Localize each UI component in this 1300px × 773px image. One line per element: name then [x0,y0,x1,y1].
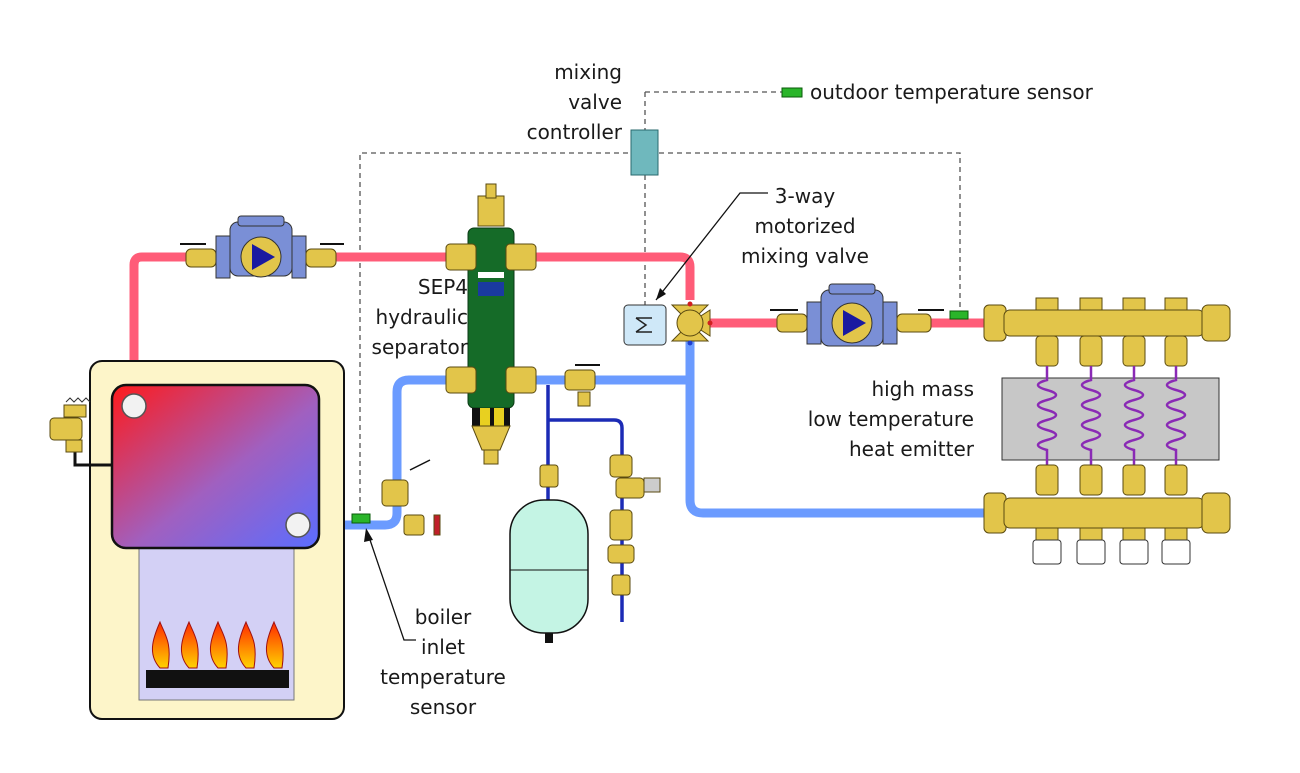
controller-label-line3: controller [526,120,622,144]
supply-manifold [983,297,1231,367]
boiler [73,360,345,720]
burner-flames [152,620,284,669]
return-pipe [300,340,990,530]
emitter-label-line1: high mass [871,377,974,401]
label-mixing-valve: 3-way motorized mixing valve [730,181,880,271]
supply-pipe-primary [129,252,450,395]
outdoor-temperature-sensor [781,87,803,98]
boiler-inlet-temperature-sensor [351,513,371,524]
controller-label-line1: mixing [554,60,622,84]
boiler-sensor-label-line1: boiler [414,605,472,629]
emitter-label-line2: low temperature [807,407,974,431]
relief-valve [49,397,91,453]
three-way-mixing-valve [623,301,713,346]
mixing-valve-callout-arrow [656,288,666,300]
label-boiler-inlet-sensor: boiler inlet temperature sensor [368,602,518,722]
fill-valve-assembly [607,454,661,596]
separator-label-line1: SEP4 [417,275,468,299]
control-wiring [359,91,961,520]
emitter-tubing [1036,366,1187,470]
mixing-valve-label-line2: motorized [754,214,856,238]
return-ball-valve [564,364,600,407]
expansion-tank [509,464,589,643]
label-hydraulic-separator: SEP4 hydraulic separator [350,272,468,362]
mixing-valve-label-line3: mixing valve [741,244,869,268]
boiler-sensor-callout-arrow [364,528,373,542]
supply-temperature-sensor [949,310,969,320]
controller-label-line2: valve [568,90,622,114]
return-manifold [983,464,1231,565]
primary-circulator [180,215,344,279]
emitter-label-line3: heat emitter [849,437,974,461]
boiler-sensor-label-line4: sensor [409,695,477,719]
mixing-valve-controller [630,129,659,176]
mixing-valve-label-line1: 3-way [774,184,836,208]
burner-bar [146,670,289,688]
boiler-drain-valves [381,459,441,536]
label-mixing-valve-controller: mixing valve controller [510,57,622,147]
label-heat-emitter: high mass low temperature heat emitter [790,374,974,464]
separator-label-line3: separator [371,335,468,359]
secondary-circulator [770,283,944,347]
separator-label-line2: hydraulic [375,305,468,329]
boiler-sensor-label-line3: temperature [380,665,506,689]
mixing-valve-callout [655,192,768,301]
hydraulic-separator [445,183,537,465]
boiler-sensor-label-line2: inlet [421,635,465,659]
boiler-sensor-callout [367,533,416,641]
label-outdoor-temperature-sensor: outdoor temperature sensor [810,80,1093,104]
heat-emitter-slab [1001,377,1220,461]
